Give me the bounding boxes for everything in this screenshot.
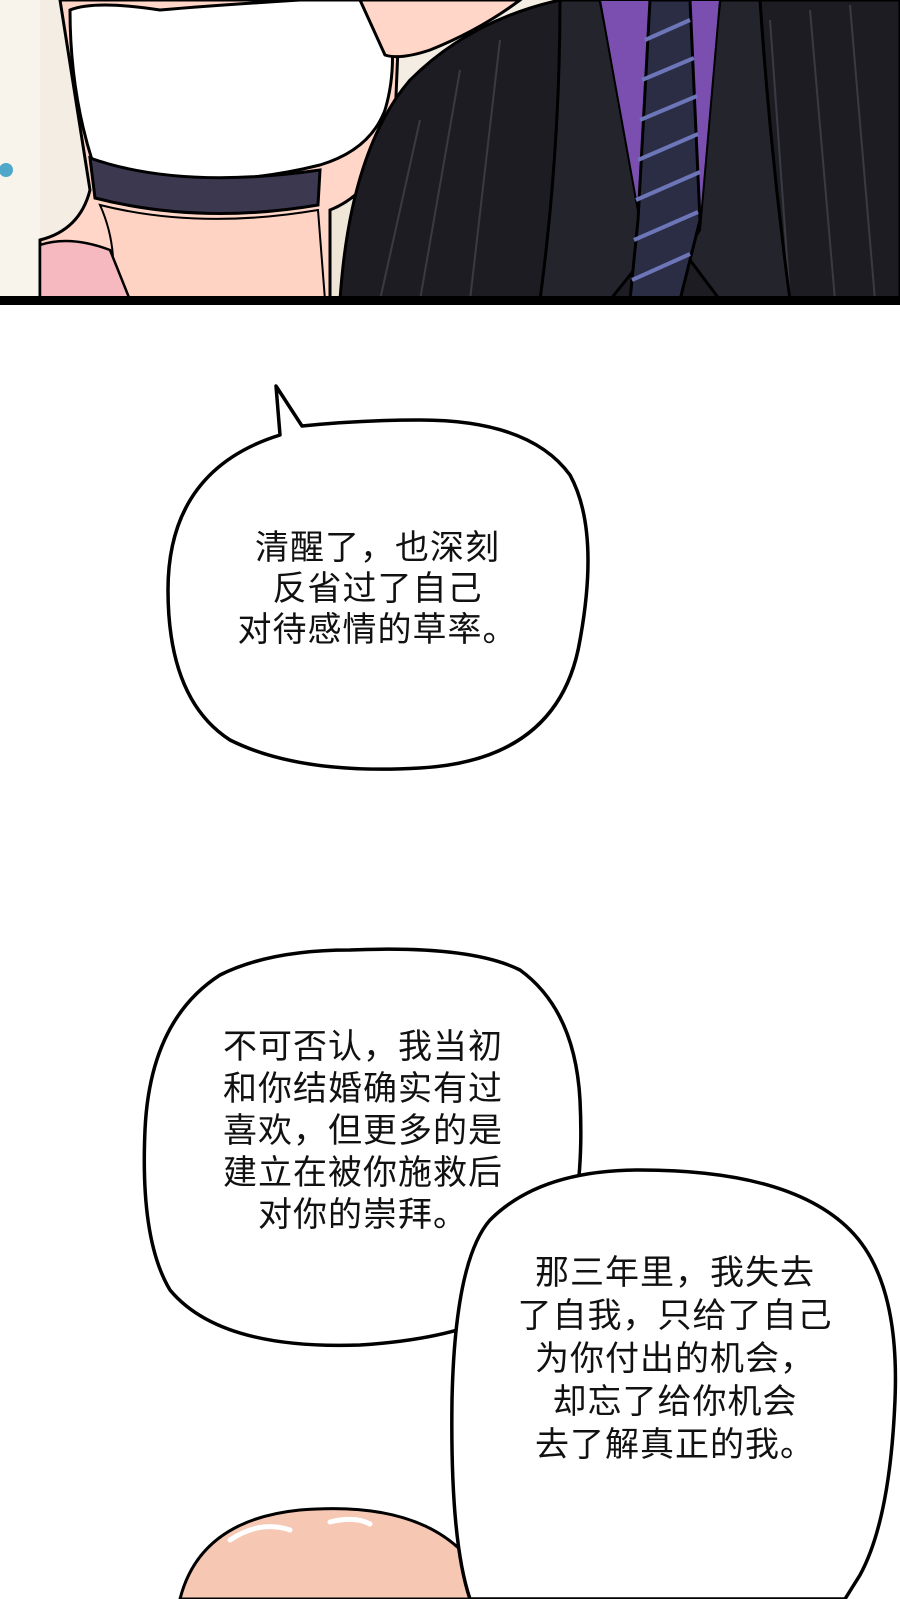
- decor-icon: [0, 163, 13, 177]
- bubble-3-text: 那三年里，我失去 了自我，只给了自己 为你付出的机会， 却忘了给你机会 去了解真…: [470, 1252, 880, 1467]
- bubble-3-line-3: 为你付出的机会，: [535, 1339, 815, 1379]
- top-comic-panel: [0, 0, 900, 305]
- hair-art: [178, 1507, 472, 1599]
- speech-bubble-2: [142, 947, 583, 1348]
- skirt: [38, 239, 132, 302]
- bubble-3-line-5: 去了解真正的我。: [535, 1425, 815, 1465]
- bubble-3-line-4: 却忘了给你机会: [552, 1382, 798, 1422]
- bubble-1-line-1: 清醒了，也深刻: [255, 528, 500, 568]
- bubble-3-line-2: 了自我，只给了自己: [517, 1296, 833, 1336]
- top-band: [88, 155, 322, 216]
- speech-bubble-3: [450, 1168, 898, 1599]
- bubble-2-line-1: 不可否认，我当初: [223, 1027, 503, 1067]
- bubble-3-line-1: 那三年里，我失去: [535, 1253, 815, 1293]
- bubble-2-line-4: 建立在被你施救后: [223, 1153, 503, 1193]
- bubble-1-line-3: 对待感情的草率。: [237, 610, 518, 650]
- bubble-2-line-5: 对你的崇拜。: [258, 1195, 468, 1235]
- speech-bubble-1: [166, 384, 590, 771]
- bubble-2-text: 不可否认，我当初 和你结婚确实有过 喜欢，但更多的是 建立在被你施救后 对你的崇…: [178, 1026, 548, 1236]
- bubble-2-line-3: 喜欢，但更多的是: [223, 1111, 503, 1151]
- panel-illustration: [0, 0, 900, 305]
- bubble-1-line-2: 反省过了自己: [272, 569, 483, 609]
- bubble-2-line-2: 和你结婚确实有过: [223, 1069, 503, 1109]
- bubble-1-text: 清醒了，也深刻 反省过了自己 对待感情的草率。: [205, 528, 550, 651]
